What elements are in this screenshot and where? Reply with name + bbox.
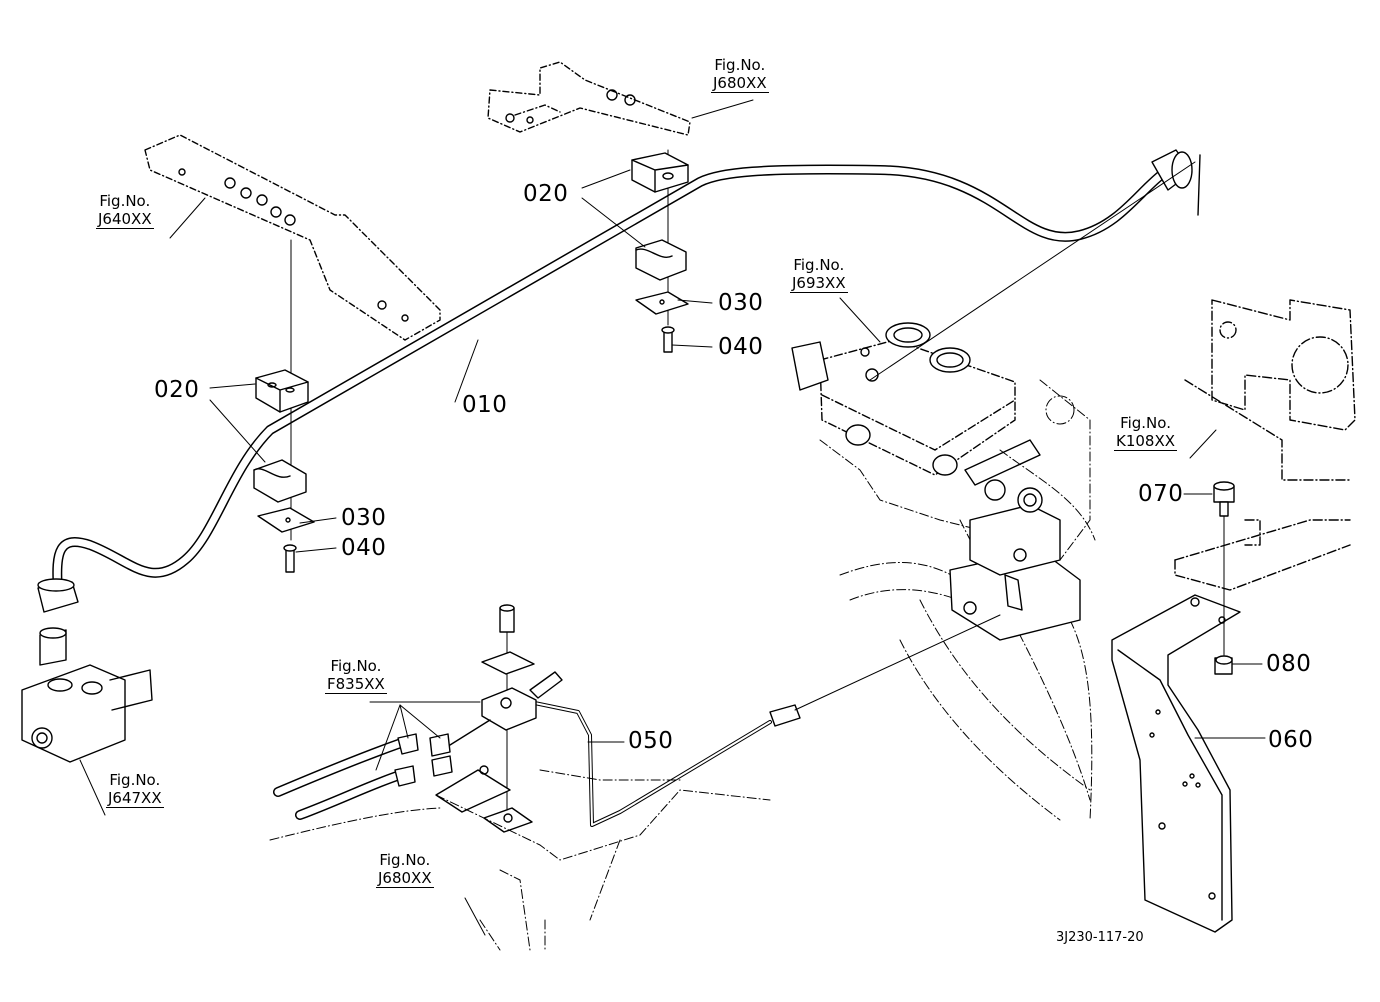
part-080-label: 080 [1266, 651, 1312, 677]
part-060-label: 060 [1268, 727, 1314, 753]
connector-block [273, 604, 563, 831]
leader-lines [79, 99, 1266, 936]
fig-ref-number: J647XX [106, 789, 164, 808]
control-valve-block [791, 322, 1041, 501]
fig-ref-j680-bottom: Fig.No. J680XX [376, 853, 434, 888]
part-020-left-label: 020 [154, 377, 200, 403]
part-040-left-label: 040 [341, 535, 387, 561]
fig-ref-f835: Fig.No. F835XX [325, 659, 387, 694]
fig-ref-j693: Fig.No. J693XX [790, 258, 848, 293]
fig-ref-j640: Fig.No. J640XX [96, 194, 154, 229]
fig-ref-k108: Fig.No. K108XX [1114, 414, 1178, 451]
fig-ref-prefix: Fig.No. [330, 657, 382, 675]
part-010-label: 010 [462, 392, 508, 418]
clamp-set-left [253, 239, 315, 573]
part-020-top-label: 020 [523, 181, 569, 207]
part-030-left-label: 030 [341, 505, 387, 531]
fig-ref-number: J680XX [711, 74, 769, 93]
bracket-bolts-left [178, 168, 409, 322]
fig-ref-number: J680XX [376, 869, 434, 888]
nut-080 [1214, 655, 1233, 675]
fig-ref-number: F835XX [325, 675, 387, 694]
fig-ref-prefix: Fig.No. [99, 192, 151, 210]
part-030-top-label: 030 [718, 290, 764, 316]
bracket-060 [1111, 594, 1241, 933]
fig-ref-number: J640XX [96, 210, 154, 229]
bolt-070 [1213, 481, 1235, 656]
fig-ref-j680-top: Fig.No. J680XX [711, 58, 769, 93]
fig-ref-prefix: Fig.No. [714, 56, 766, 74]
valve-assembly-center [949, 487, 1081, 641]
bracket-plate-left [144, 134, 441, 341]
part-070-label: 070 [1138, 481, 1184, 507]
valve-block-left [21, 627, 153, 763]
fig-ref-prefix: Fig.No. [109, 771, 161, 789]
clamp-set-top [631, 149, 689, 353]
part-050-label: 050 [628, 728, 674, 754]
bracket-plate-top [487, 61, 691, 136]
fig-ref-prefix: Fig.No. [793, 256, 845, 274]
fig-ref-number: K108XX [1114, 432, 1178, 451]
hydraulic-pipe-010 [37, 149, 1201, 613]
frame-lower-dashed [269, 769, 771, 951]
fig-ref-j647: Fig.No. J647XX [106, 773, 164, 808]
tube-050 [518, 161, 1196, 827]
drawing-code: 3J230-117-20 [1056, 930, 1144, 945]
fig-ref-number: J693XX [790, 274, 848, 293]
bracket-bolts-top [505, 89, 636, 124]
part-040-top-label: 040 [718, 334, 764, 360]
bracket-plate-bottom [435, 765, 533, 833]
fig-ref-prefix: Fig.No. [1120, 414, 1171, 432]
bracket-right-frame [1174, 299, 1356, 591]
fig-ref-prefix: Fig.No. [379, 851, 431, 869]
